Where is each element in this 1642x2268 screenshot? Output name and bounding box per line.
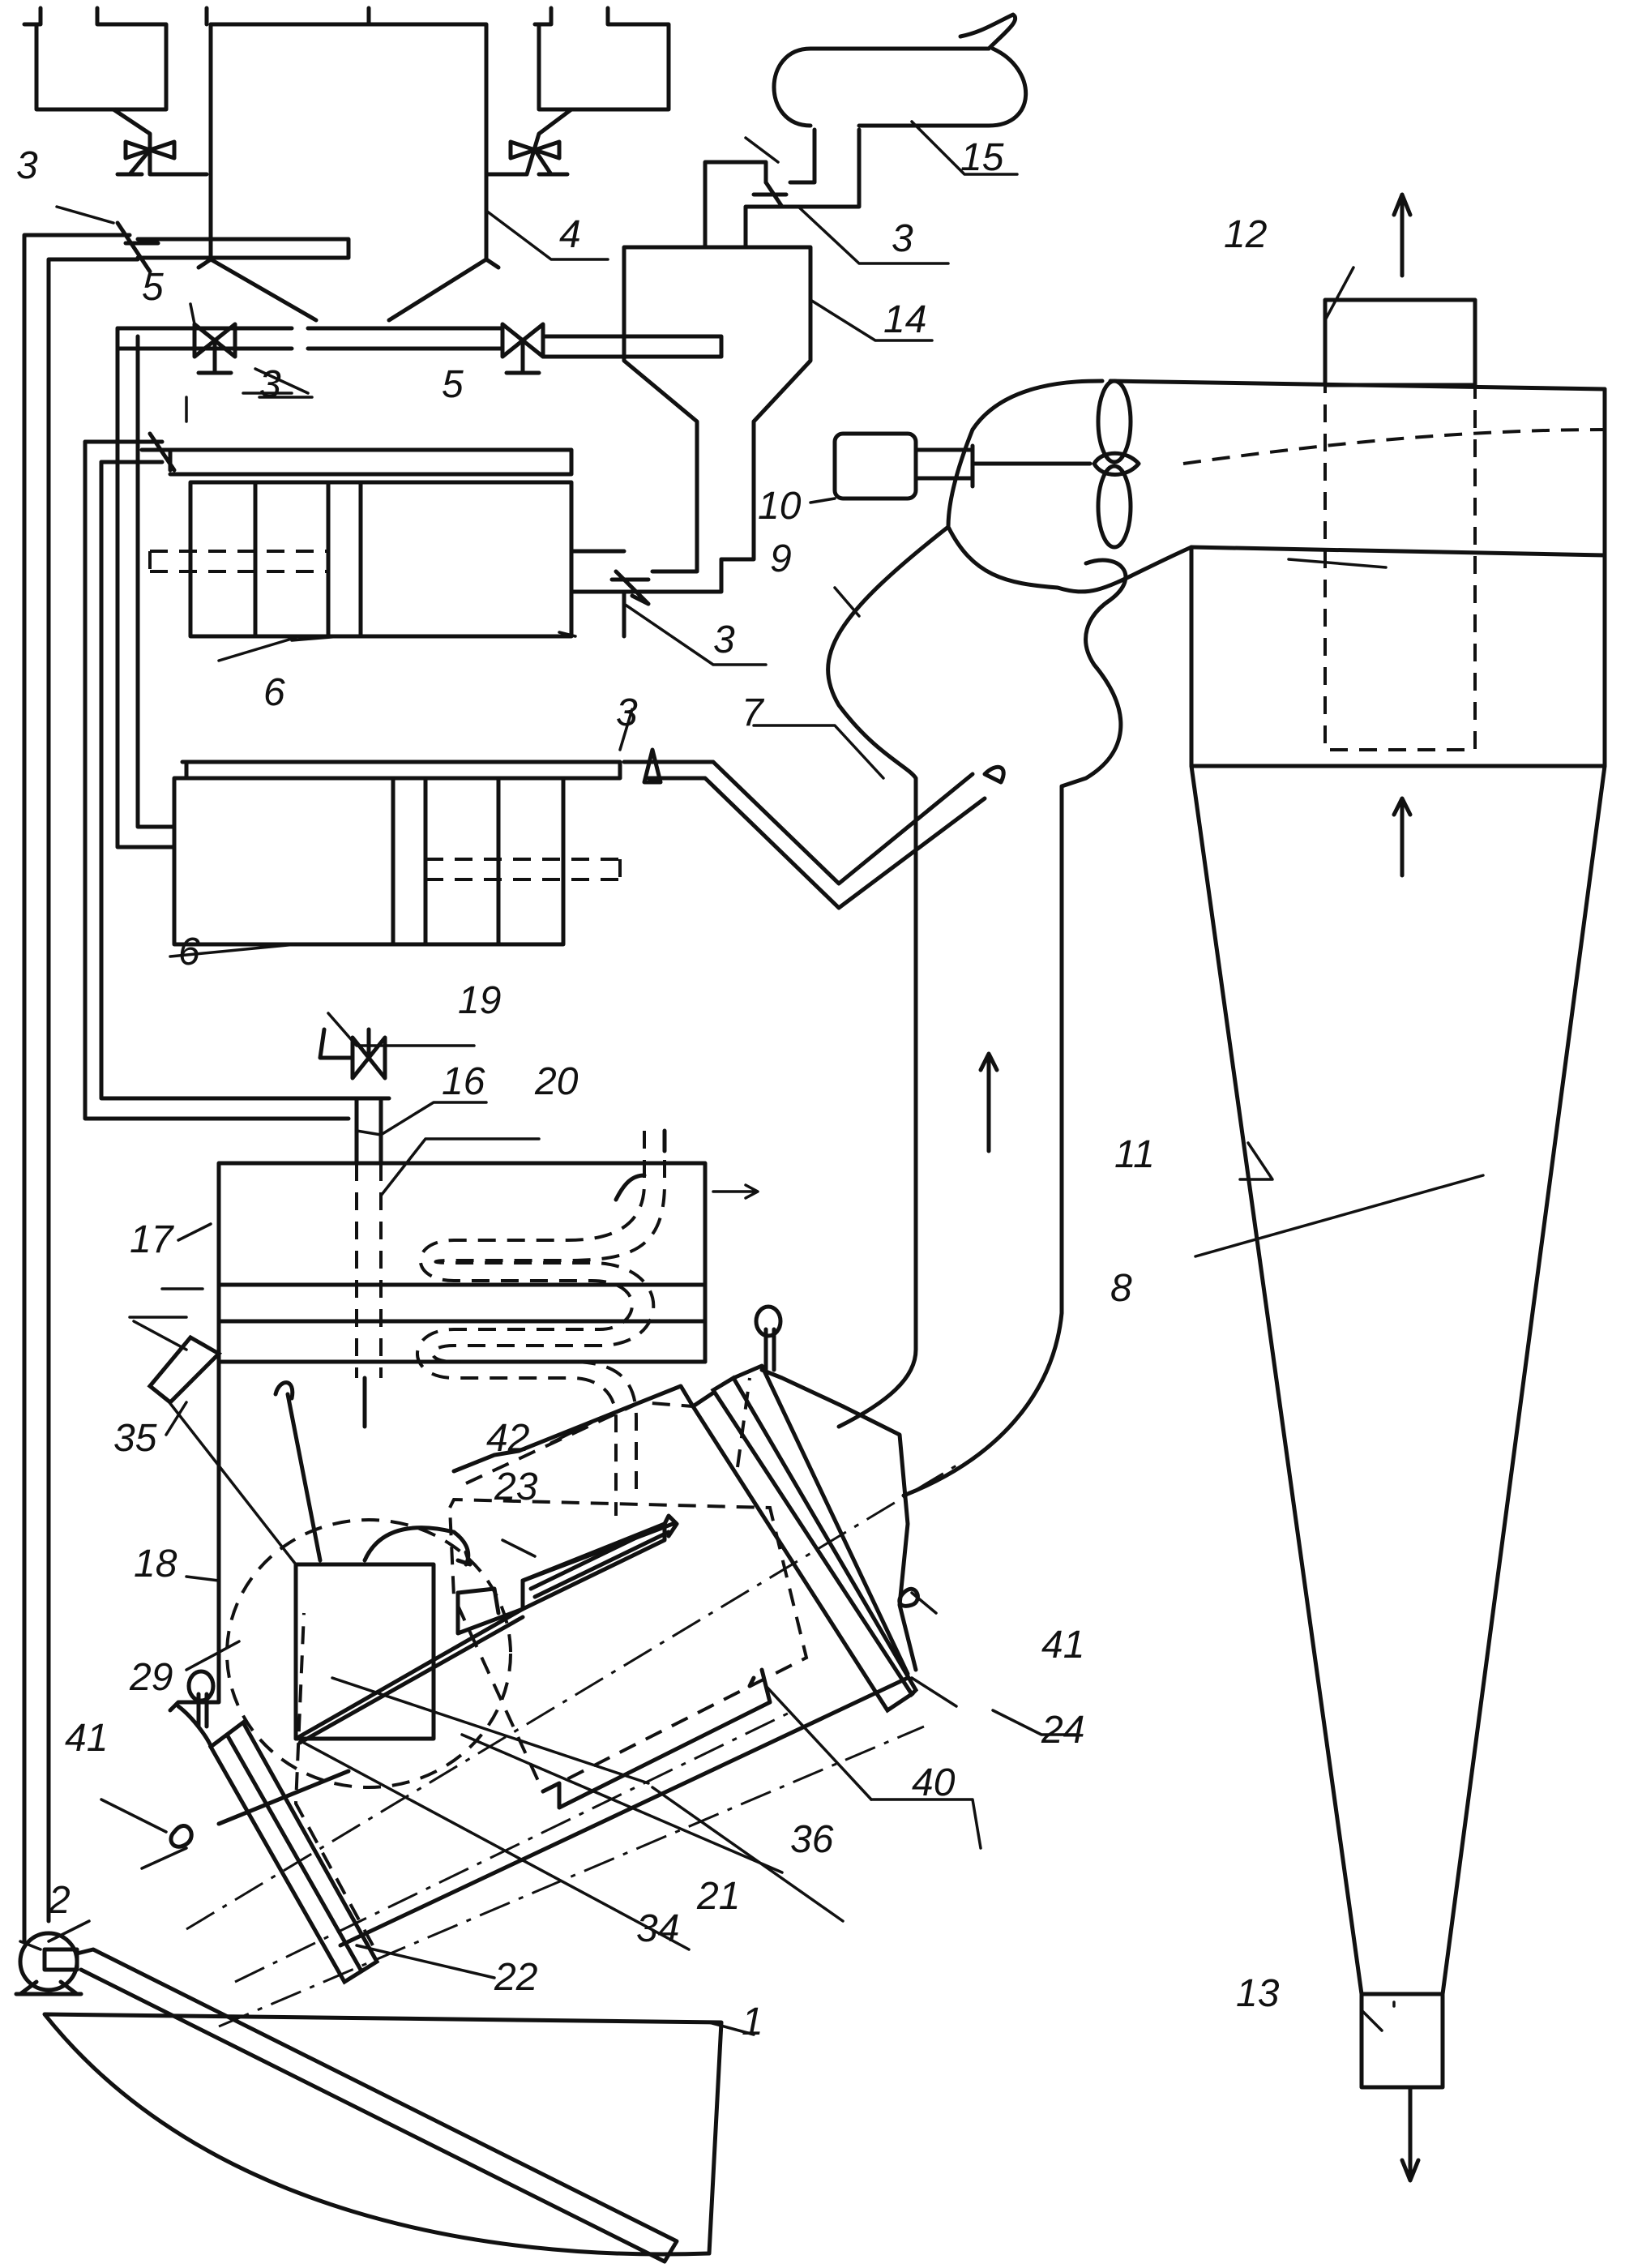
label-18: 18 (134, 1543, 177, 1585)
label-17: 17 (130, 1218, 175, 1261)
pipe-7 (622, 747, 1006, 910)
top-hoppers (22, 6, 671, 323)
label-16: 16 (442, 1060, 485, 1103)
label-3: 3 (713, 618, 735, 661)
label-9: 9 (770, 537, 792, 580)
reactor-vessel (160, 1027, 759, 1713)
label-8: 8 (1110, 1267, 1132, 1310)
label-14: 14 (883, 298, 926, 341)
label-6: 6 (178, 931, 200, 974)
vessel-14 (597, 127, 862, 606)
label-24: 24 (1041, 1709, 1084, 1752)
label-6: 6 (263, 671, 285, 714)
cyclone-11 (1189, 192, 1607, 2183)
label-1: 1 (742, 2001, 763, 2043)
inclined-drum (132, 1304, 961, 2028)
label-41: 41 (1041, 1624, 1084, 1667)
label-10: 10 (758, 485, 802, 528)
cylinder-upper-6 (148, 480, 626, 639)
label-3: 3 (616, 691, 638, 734)
label-35: 35 (113, 1417, 157, 1460)
cylinder-lower-6 (172, 760, 622, 947)
label-13: 13 (1236, 1972, 1280, 2015)
callout-labels: 3 5 3 4 5 6 3 15 3 14 12 10 9 3 7 6 19 1… (16, 136, 1280, 2043)
tank-1 (42, 2012, 724, 2257)
fan-motor-10 (832, 379, 1141, 550)
label-36: 36 (790, 1818, 834, 1861)
label-22: 22 (494, 1956, 537, 1999)
pump-2 (14, 1931, 679, 2264)
gas-holder-15 (772, 12, 1028, 128)
label-23: 23 (494, 1466, 538, 1508)
label-34: 34 (636, 1907, 679, 1950)
label-3: 3 (259, 363, 281, 406)
label-15: 15 (960, 136, 1004, 179)
left-pipework (22, 220, 724, 1944)
label-12: 12 (1224, 213, 1267, 256)
label-42: 42 (486, 1417, 529, 1460)
flow-arrow (978, 1051, 999, 1153)
label-40: 40 (912, 1761, 956, 1804)
leader-lines (19, 120, 1485, 2036)
label-2: 2 (48, 1879, 71, 1922)
label-41: 41 (65, 1717, 108, 1760)
label-7: 7 (742, 691, 765, 734)
label-3: 3 (892, 217, 913, 260)
label-11: 11 (1114, 1133, 1155, 1176)
label-3: 3 (16, 144, 38, 187)
label-5: 5 (442, 363, 464, 406)
label-20: 20 (534, 1060, 579, 1103)
label-5: 5 (142, 266, 164, 309)
label-19: 19 (458, 979, 501, 1022)
label-21: 21 (696, 1875, 740, 1918)
label-4: 4 (559, 213, 581, 256)
label-29: 29 (129, 1656, 173, 1699)
